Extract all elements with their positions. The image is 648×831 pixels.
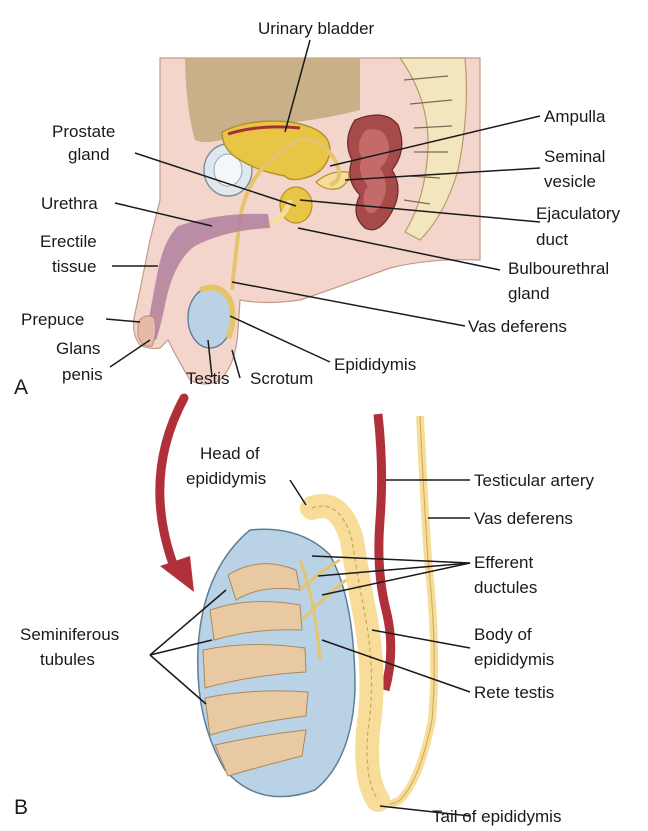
label-urinary-bladder: Urinary bladder: [258, 19, 375, 38]
label-bulbourethral-gland-line1: Bulbourethral: [508, 259, 609, 278]
panel-a-illustration: [133, 57, 481, 385]
glans-shape: [137, 315, 157, 347]
label-rete-testis: Rete testis: [474, 683, 554, 702]
label-urethra: Urethra: [41, 194, 98, 213]
panel-b-illustration: [155, 393, 439, 812]
label-prostate-gland-line1: Prostate: [52, 122, 115, 141]
urinary-bladder-shape: [221, 120, 331, 181]
label-scrotum: Scrotum: [250, 369, 313, 388]
prostate-shape: [279, 186, 313, 224]
label-seminiferous-tubules-line2: tubules: [40, 650, 95, 669]
label-body-of-epididymis-line1: Body of: [474, 625, 532, 644]
label-body-of-epididymis-line2: epididymis: [474, 650, 554, 669]
label-erectile-tissue-line1: Erectile: [40, 232, 97, 251]
abdominal-cavity: [185, 58, 360, 143]
label-ejaculatory-duct-line2: duct: [536, 230, 568, 249]
panel-b-leaders: [149, 479, 471, 817]
label-head-of-epididymis-line2: epididymis: [186, 469, 266, 488]
label-vas-deferens-a: Vas deferens: [468, 317, 567, 336]
label-testis: Testis: [186, 369, 229, 388]
label-glans-penis-line2: penis: [62, 365, 103, 384]
label-efferent-ductules-line2: ductules: [474, 578, 537, 597]
seminiferous-lobules: [202, 563, 309, 777]
label-seminal-vesicle-line2: vesicle: [544, 172, 596, 191]
connector-arrow: [155, 393, 189, 577]
label-ejaculatory-duct-line1: Ejaculatory: [536, 204, 621, 223]
label-vas-deferens-b: Vas deferens: [474, 509, 573, 528]
panel-a-letter: A: [14, 376, 28, 399]
panel-b-labels: B Head of epididymis Testicular artery V…: [14, 444, 594, 826]
label-bulbourethral-gland-line2: gland: [508, 284, 550, 303]
label-glans-penis-line1: Glans: [56, 339, 100, 358]
testicular-artery-shape: [373, 413, 396, 692]
erectile-tissue-shape: [146, 213, 270, 340]
label-prepuce: Prepuce: [21, 310, 84, 329]
label-epididymis: Epididymis: [334, 355, 416, 374]
spine: [398, 57, 468, 241]
label-seminiferous-tubules-line1: Seminiferous: [20, 625, 119, 644]
label-testicular-artery: Testicular artery: [474, 471, 594, 490]
label-ampulla: Ampulla: [544, 107, 606, 126]
vas-deferens-a: [230, 137, 341, 291]
panel-a-leaders: [105, 39, 541, 379]
panel-b-letter: B: [14, 796, 28, 819]
label-tail-of-epididymis: Tail of epididymis: [432, 807, 561, 826]
label-prostate-gland-line2: gland: [68, 145, 110, 164]
panel-a-labels: A Urinary bladder Prostate gland Urethra…: [14, 19, 621, 399]
label-erectile-tissue-line2: tissue: [52, 257, 96, 276]
label-seminal-vesicle-line1: Seminal: [544, 147, 605, 166]
label-efferent-ductules-line1: Efferent: [474, 553, 534, 572]
epididymis-shape: [198, 284, 236, 340]
label-head-of-epididymis-line1: Head of: [200, 444, 260, 463]
